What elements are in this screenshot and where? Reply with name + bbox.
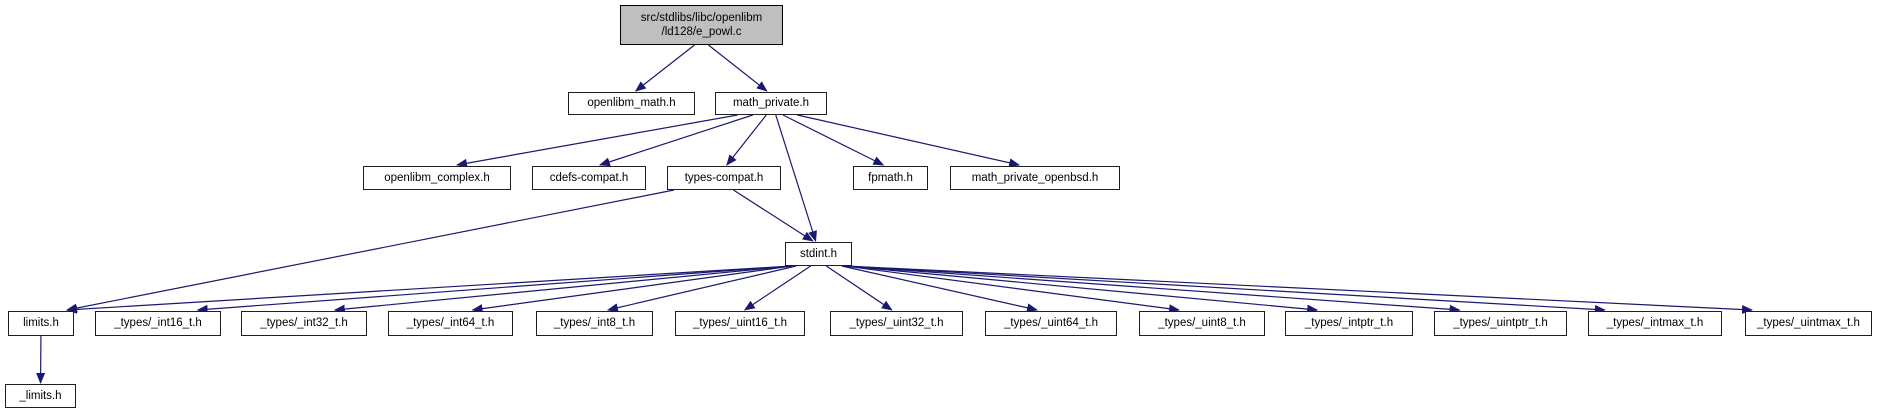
node-stdint[interactable]: stdint.h	[785, 242, 852, 266]
node-uint64[interactable]: _types/_uint64_t.h	[985, 311, 1117, 336]
edge-stdint-to-intmax	[844, 265, 1606, 314]
edge-stdint-to-int32	[333, 265, 793, 314]
node-uintptr[interactable]: _types/_uintptr_t.h	[1434, 311, 1567, 336]
edge-math_private-to-openlibm_complex	[456, 114, 738, 168]
edge-stdint-to-uint16	[743, 265, 811, 311]
edge-math_private-to-math_private_openbsd	[797, 114, 1021, 168]
node-intmax[interactable]: _types/_intmax_t.h	[1588, 311, 1722, 336]
node-openlibm_math[interactable]: openlibm_math.h	[568, 92, 695, 115]
edge-stdint-to-uint64	[841, 265, 1039, 313]
node-int16[interactable]: _types/_int16_t.h	[95, 311, 221, 336]
edge-e_powl-to-openlibm_math	[634, 44, 695, 92]
node-fpmath[interactable]: fpmath.h	[853, 166, 928, 190]
node-uint32[interactable]: _types/_uint32_t.h	[830, 311, 963, 336]
edge-types_compat-to-stdint	[733, 189, 814, 242]
node-intptr[interactable]: _types/_intptr_t.h	[1285, 311, 1413, 336]
edge-stdint-to-limits	[66, 265, 793, 314]
edge-stdint-to-uintmax	[844, 265, 1753, 315]
node-types_compat[interactable]: types-compat.h	[667, 166, 781, 190]
node-uint8[interactable]: _types/_uint8_t.h	[1139, 311, 1265, 336]
node-uintmax[interactable]: _types/_uintmax_t.h	[1745, 311, 1872, 336]
node-limits[interactable]: limits.h	[8, 311, 74, 336]
node-e_powl[interactable]: src/stdlibs/libc/openlibm /ld128/e_powl.…	[620, 5, 783, 45]
node-cdefs_compat[interactable]: cdefs-compat.h	[532, 166, 646, 190]
edge-stdint-to-uint8	[844, 265, 1180, 314]
edge-stdint-to-int8	[606, 265, 797, 313]
edge-stdint-to-int16	[196, 265, 793, 314]
edge-stdint-to-intptr	[844, 265, 1319, 314]
edge-math_private-to-fpmath	[782, 114, 885, 166]
edge-stdint-to-int64	[471, 265, 793, 314]
node-int8[interactable]: _types/_int8_t.h	[536, 311, 653, 336]
node-_limits[interactable]: _limits.h	[5, 384, 76, 408]
edge-stdint-to-uint32	[825, 265, 893, 311]
node-math_private_openbsd[interactable]: math_private_openbsd.h	[950, 166, 1120, 190]
node-openlibm_complex[interactable]: openlibm_complex.h	[363, 166, 511, 190]
node-int32[interactable]: _types/_int32_t.h	[241, 311, 367, 336]
edge-types_compat-to-limits	[66, 189, 675, 313]
node-int64[interactable]: _types/_int64_t.h	[388, 311, 513, 336]
edge-stdint-to-uintptr	[844, 265, 1461, 314]
node-math_private[interactable]: math_private.h	[715, 92, 827, 115]
edge-math_private-to-cdefs_compat	[598, 114, 753, 167]
edge-e_powl-to-math_private	[708, 44, 768, 92]
edge-math_private-to-types_compat	[726, 114, 767, 166]
node-uint16[interactable]: _types/_uint16_t.h	[675, 311, 805, 336]
edge-math_private-to-stdint	[775, 114, 817, 242]
